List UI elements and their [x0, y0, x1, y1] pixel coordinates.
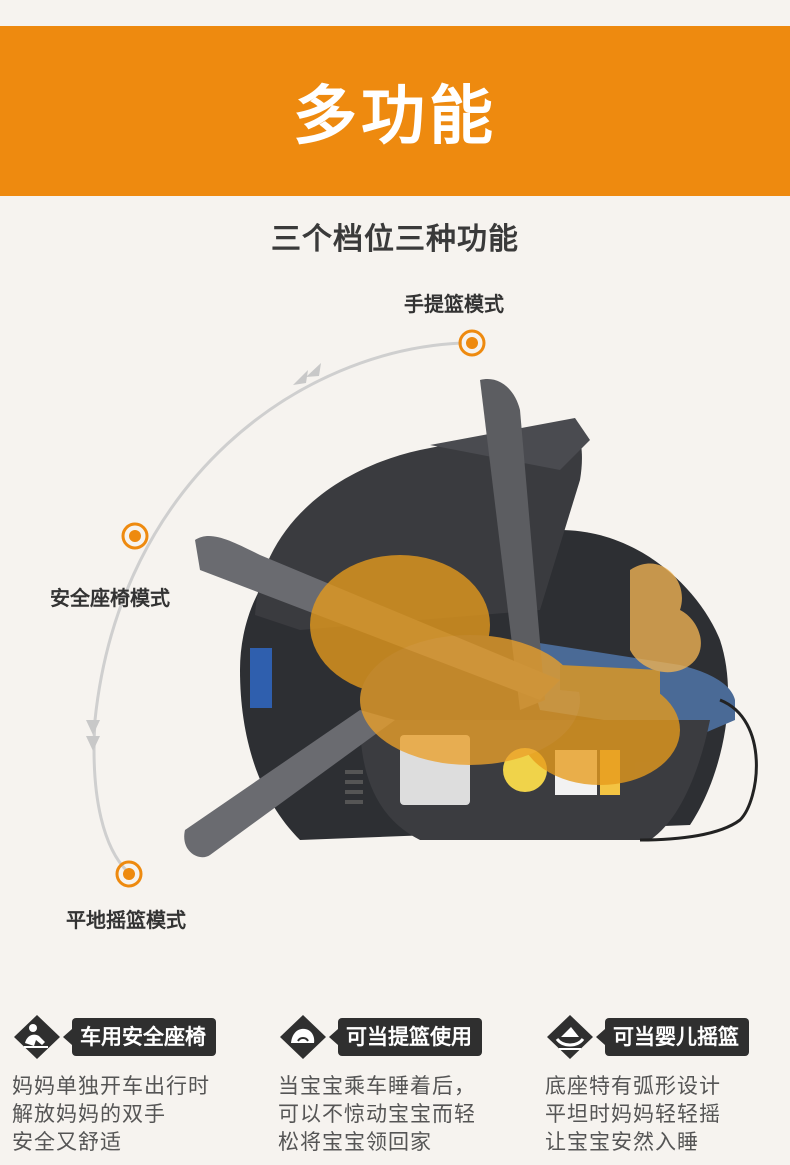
feature-line: 松将宝宝领回家 — [278, 1130, 432, 1154]
baby-silhouette — [310, 555, 701, 785]
mode-label-rocker: 平地摇篮模式 — [66, 908, 186, 932]
arc-arrow-bottom — [86, 720, 100, 751]
sleeping-baby-icon — [280, 1015, 326, 1059]
header-banner: 多功能 — [0, 26, 790, 196]
feature-title: 车用安全座椅 — [63, 1018, 216, 1056]
feature-carrier: 可当提篮使用 当宝宝乘车睡着后， 可以不惊动宝宝而轻 松将宝宝领回家 — [278, 1012, 528, 1156]
subtitle: 三个档位三种功能 — [271, 222, 519, 257]
feature-line: 底座特有弧形设计 — [545, 1074, 721, 1098]
feature-car-seat: 车用安全座椅 妈妈单独开车出行时 解放妈妈的双手 安全又舒适 — [12, 1012, 262, 1156]
feature-line: 可以不惊动宝宝而轻 — [278, 1102, 476, 1126]
feature-description: 底座特有弧形设计 平坦时妈妈轻轻摇 让宝宝安然入睡 — [545, 1072, 790, 1156]
position-arc — [92, 341, 463, 874]
feature-line: 妈妈单独开车出行时 — [12, 1074, 210, 1098]
mode-label-car-seat: 安全座椅模式 — [50, 586, 170, 610]
mode-label-handle: 手提篮模式 — [404, 292, 504, 316]
product-illustration — [86, 329, 758, 888]
feature-description: 妈妈单独开车出行时 解放妈妈的双手 安全又舒适 — [12, 1072, 262, 1156]
marker-handle — [458, 329, 486, 357]
feature-line: 让宝宝安然入睡 — [545, 1130, 699, 1154]
feature-line: 当宝宝乘车睡着后， — [278, 1074, 476, 1098]
marker-rocker — [115, 860, 143, 888]
car-seat-icon — [14, 1015, 60, 1059]
marker-car-seat — [121, 522, 149, 550]
feature-line: 解放妈妈的双手 — [12, 1102, 166, 1126]
cradle-icon — [547, 1015, 593, 1059]
feature-description: 当宝宝乘车睡着后， 可以不惊动宝宝而轻 松将宝宝领回家 — [278, 1072, 528, 1156]
page-title: 多功能 — [293, 80, 497, 154]
feature-title: 可当提篮使用 — [329, 1018, 482, 1056]
feature-cradle: 可当婴儿摇篮 底座特有弧形设计 平坦时妈妈轻轻摇 让宝宝安然入睡 — [545, 1012, 790, 1156]
arc-arrow-top — [293, 363, 321, 385]
feature-line: 安全又舒适 — [12, 1130, 122, 1154]
feature-line: 平坦时妈妈轻轻摇 — [545, 1102, 721, 1126]
feature-title: 可当婴儿摇篮 — [596, 1018, 749, 1056]
